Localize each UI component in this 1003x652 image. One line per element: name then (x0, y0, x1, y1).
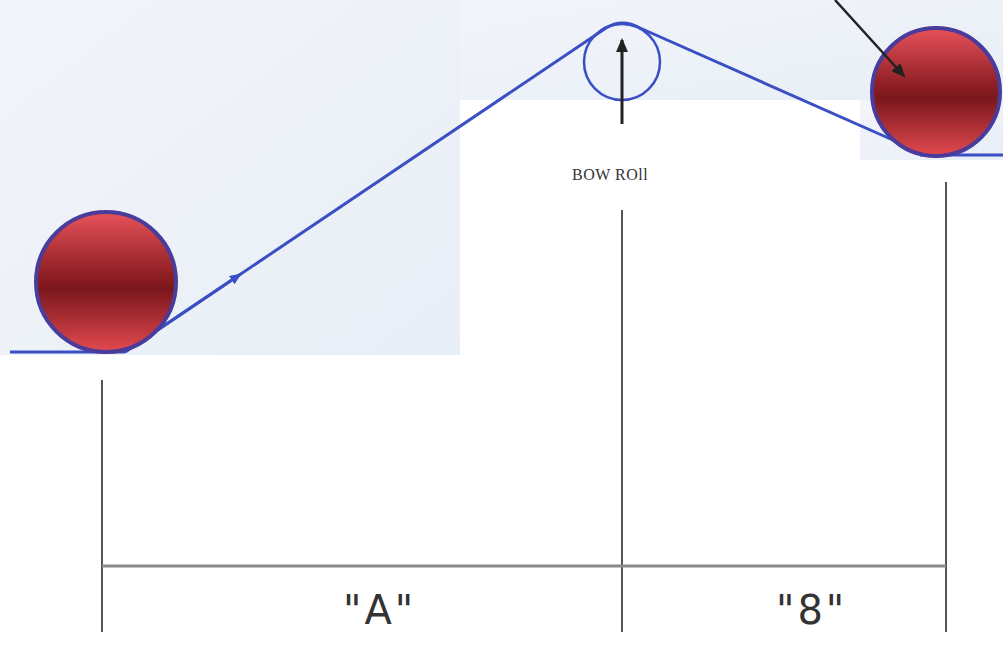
dimension-line (102, 565, 946, 568)
red-roll (872, 28, 1000, 156)
dimension-label: "A" (343, 590, 416, 630)
part-label: BOW ROll (572, 167, 648, 183)
extension-line (101, 380, 103, 632)
bow-arrow (621, 40, 624, 124)
web-line (125, 28, 606, 352)
extension-line (621, 210, 623, 632)
white-patch (460, 100, 860, 355)
red-roll (36, 212, 176, 352)
photo-ground (0, 0, 460, 355)
pointer-arrow (835, 0, 904, 76)
dimension-label: "8" (776, 590, 847, 630)
